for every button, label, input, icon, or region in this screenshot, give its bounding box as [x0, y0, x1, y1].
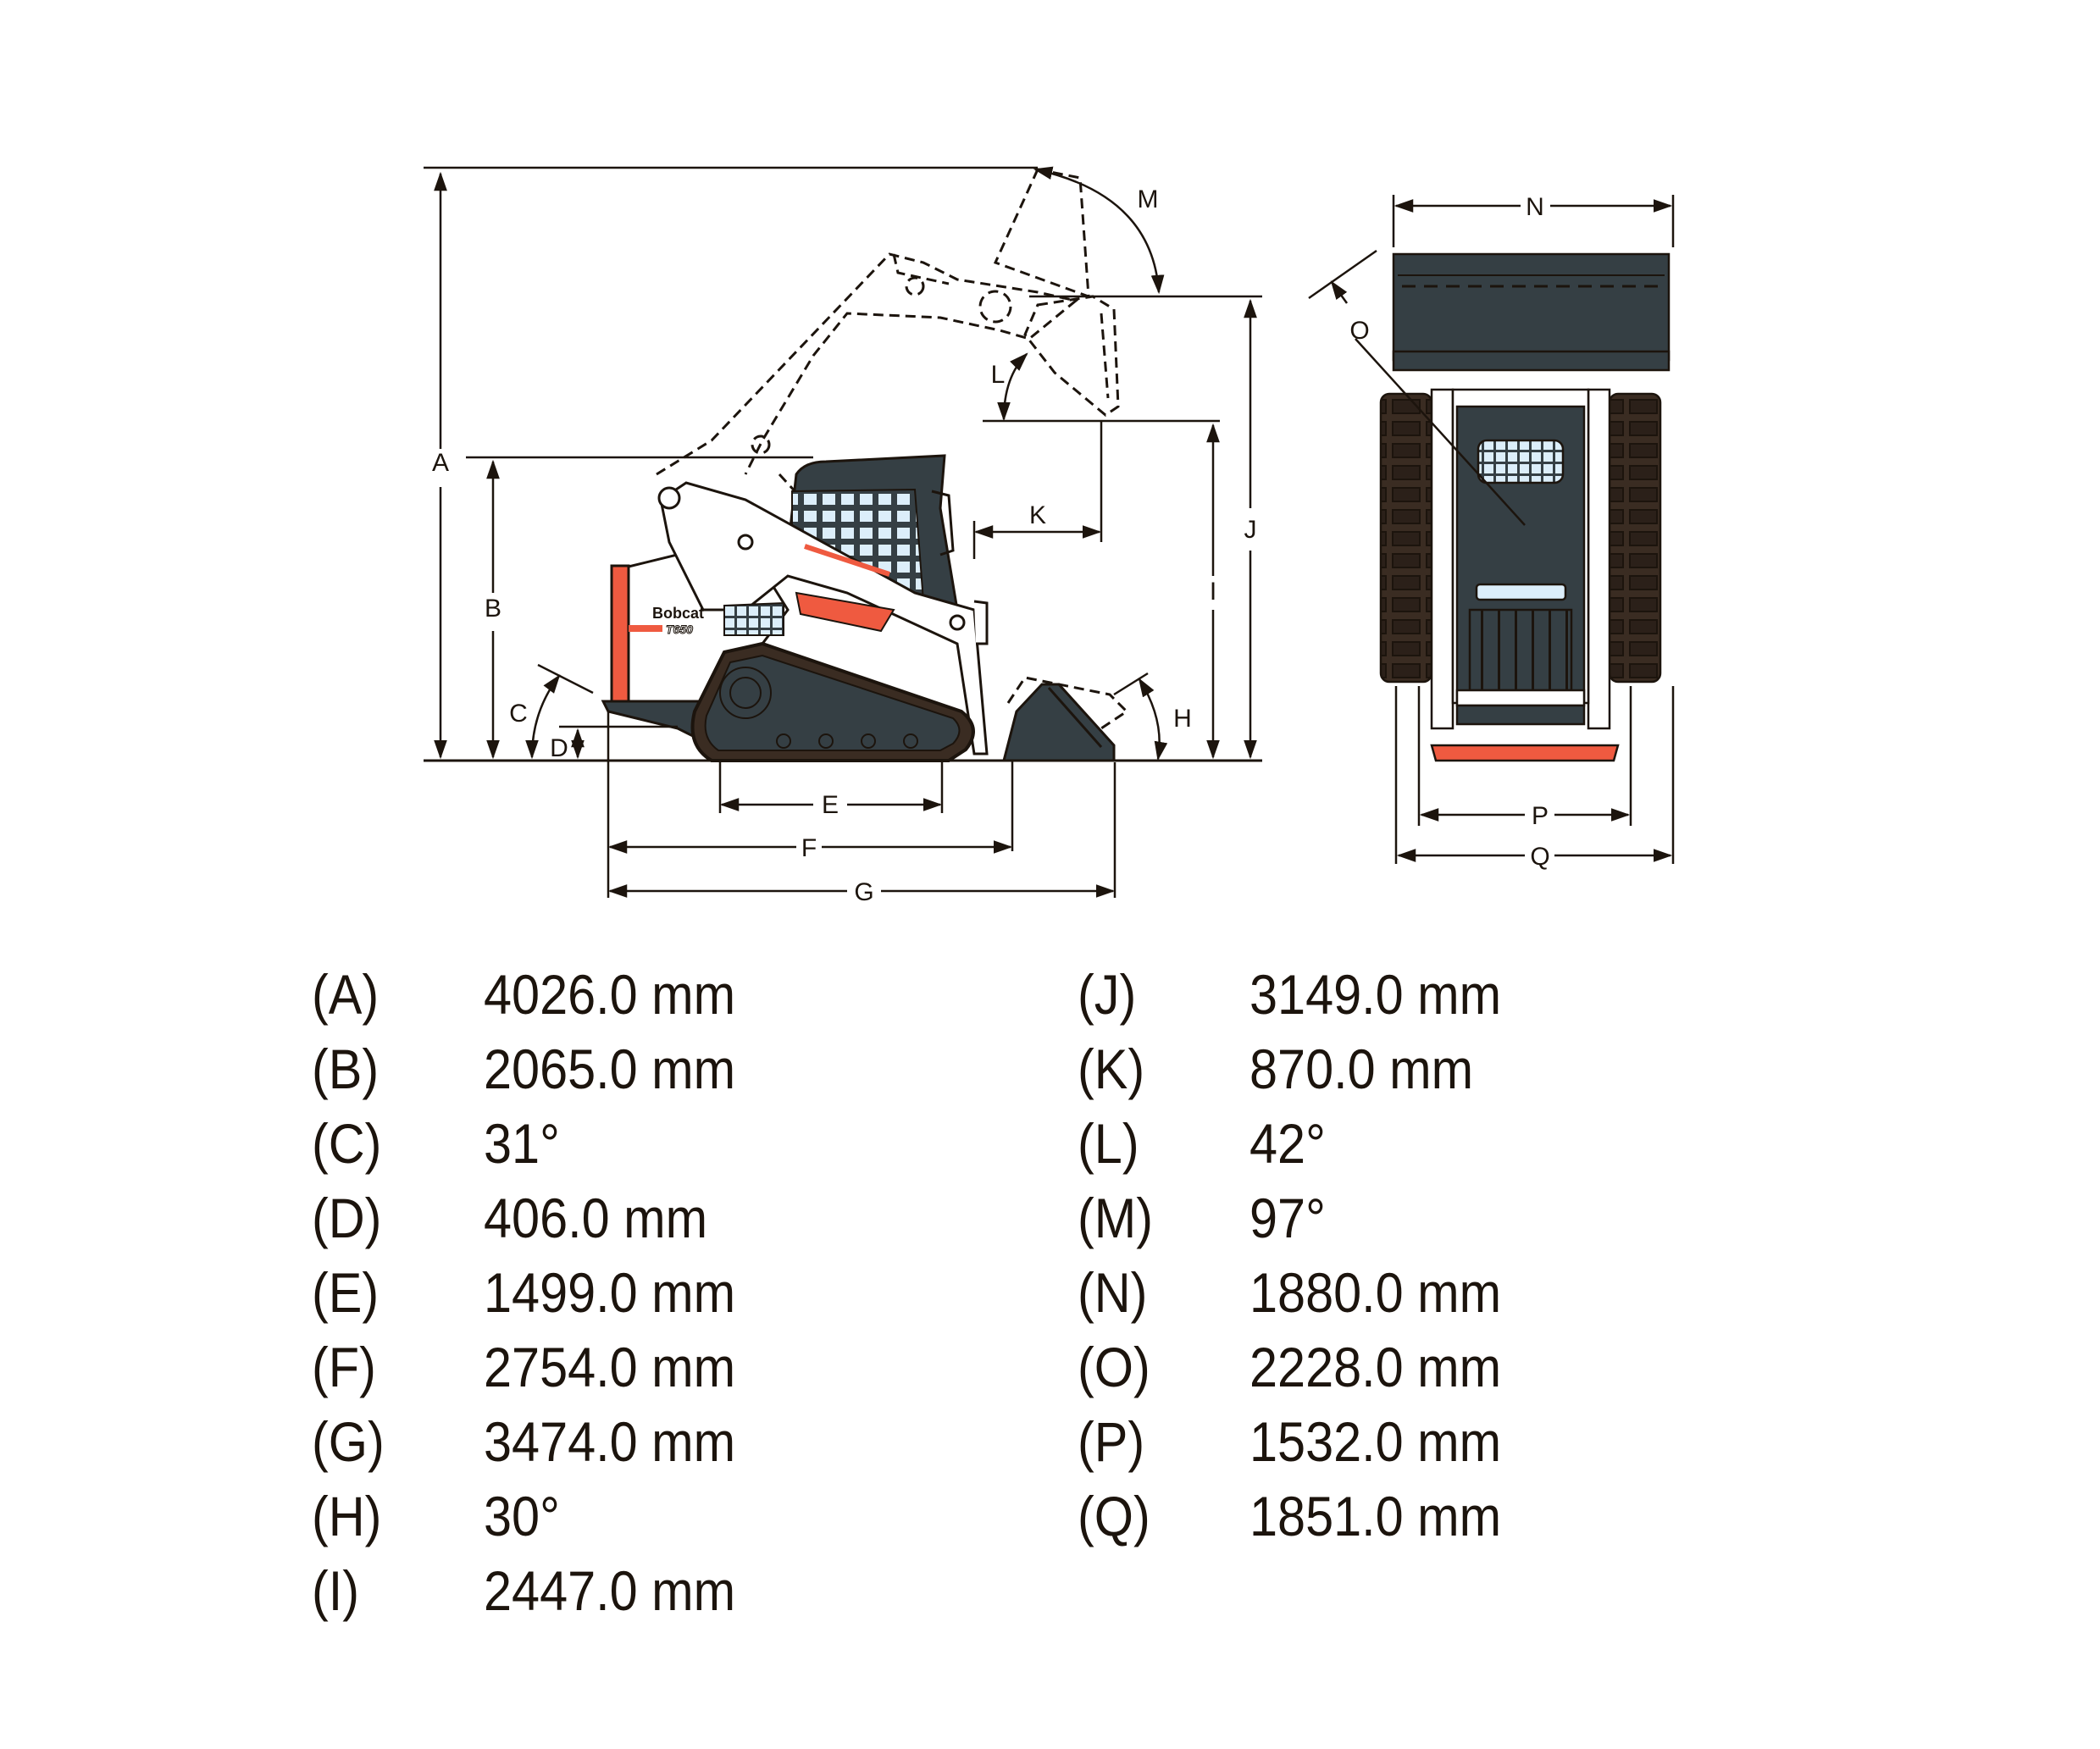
spec-key: (N) — [1078, 1261, 1148, 1324]
svg-text:Bobcat: Bobcat — [652, 605, 704, 622]
spec-key: (O) — [1078, 1336, 1150, 1398]
spec-row-o: (O) 2228.0 mm — [1078, 1330, 1529, 1404]
side-view-dimensions — [424, 166, 1262, 898]
loader-arm — [657, 481, 989, 756]
spec-row-n: (N) 1880.0 mm — [1078, 1255, 1529, 1330]
spec-value: 2228.0 mm — [1249, 1336, 1502, 1398]
spec-value: 30° — [484, 1485, 560, 1547]
spec-key: (I) — [312, 1559, 360, 1622]
spec-key: (J) — [1078, 963, 1137, 1026]
spec-row-l: (L) 42° — [1078, 1106, 1529, 1181]
svg-text:A: A — [432, 449, 449, 477]
spec-row-h: (H) 30° — [312, 1479, 763, 1553]
spec-value: 3149.0 mm — [1249, 963, 1502, 1026]
spec-key: (L) — [1078, 1112, 1139, 1175]
track — [690, 641, 975, 762]
front-view — [1379, 252, 1671, 762]
side-view-letters: A B C D E F G H I J K L M — [432, 185, 1257, 906]
spec-key: (M) — [1078, 1187, 1154, 1249]
svg-text:T650: T650 — [666, 623, 693, 636]
side-view: Bobcat T650 — [424, 168, 1262, 762]
svg-text:C: C — [509, 700, 528, 728]
spec-row-b: (B) 2065.0 mm — [312, 1032, 763, 1106]
svg-text:L: L — [991, 361, 1006, 389]
spec-key: (P) — [1078, 1410, 1145, 1473]
spec-key: (A) — [312, 963, 380, 1026]
svg-text:F: F — [801, 834, 817, 862]
svg-text:E: E — [822, 791, 839, 819]
svg-text:N: N — [1526, 193, 1544, 221]
spec-row-m: (M) 97° — [1078, 1181, 1529, 1255]
spec-row-k: (K) 870.0 mm — [1078, 1032, 1529, 1106]
spec-row-p: (P) 1532.0 mm — [1078, 1404, 1529, 1479]
spec-key: (G) — [312, 1410, 385, 1473]
spec-row-i: (I) 2447.0 mm — [312, 1553, 763, 1628]
svg-text:D: D — [550, 734, 568, 762]
spec-key: (K) — [1078, 1038, 1145, 1100]
spec-row-c: (C) 31° — [312, 1106, 763, 1181]
spec-value: 42° — [1249, 1112, 1326, 1175]
svg-text:J: J — [1244, 516, 1257, 544]
spec-row-d: (D) 406.0 mm — [312, 1181, 763, 1255]
front-view-dimensions — [1308, 195, 1675, 864]
svg-text:M: M — [1138, 185, 1159, 213]
spec-value: 97° — [1249, 1187, 1326, 1249]
spec-value: 1880.0 mm — [1249, 1261, 1502, 1324]
svg-text:G: G — [854, 878, 873, 906]
spec-row-a: (A) 4026.0 mm — [312, 957, 763, 1032]
spec-value: 1532.0 mm — [1249, 1410, 1502, 1473]
spec-list-left: (A) 4026.0 mm (B) 2065.0 mm (C) 31° (D) 406.… — [312, 957, 763, 1628]
spec-row-e: (E) 1499.0 mm — [312, 1255, 763, 1330]
spec-row-f: (F) 2754.0 mm — [312, 1330, 763, 1404]
bobcat-logo: Bobcat T650 — [629, 605, 704, 637]
spec-value: 2065.0 mm — [484, 1038, 736, 1100]
spec-key: (E) — [312, 1261, 380, 1324]
spec-key: (F) — [312, 1336, 376, 1398]
svg-text:H: H — [1173, 705, 1192, 733]
spec-value: 2447.0 mm — [484, 1559, 736, 1622]
spec-row-q: (Q) 1851.0 mm — [1078, 1479, 1529, 1553]
spec-key: (H) — [312, 1485, 382, 1547]
spec-key: (B) — [312, 1038, 380, 1100]
spec-value: 1851.0 mm — [1249, 1485, 1502, 1547]
svg-text:I: I — [1210, 578, 1216, 606]
spec-list-right: (J) 3149.0 mm (K) 870.0 mm (L) 42° (M) 97° (… — [1078, 957, 1529, 1553]
svg-text:O: O — [1349, 317, 1369, 345]
spec-key: (D) — [312, 1187, 382, 1249]
svg-text:B: B — [485, 595, 501, 623]
spec-row-j: (J) 3149.0 mm — [1078, 957, 1529, 1032]
spec-row-g: (G) 3474.0 mm — [312, 1404, 763, 1479]
svg-text:Q: Q — [1530, 843, 1549, 871]
spec-value: 4026.0 mm — [484, 963, 736, 1026]
spec-value: 2754.0 mm — [484, 1336, 736, 1398]
dimension-diagram: Bobcat T650 — [424, 166, 1675, 906]
bucket — [1002, 683, 1116, 762]
spec-value: 3474.0 mm — [484, 1410, 736, 1473]
spec-key: (Q) — [1078, 1485, 1150, 1547]
svg-text:K: K — [1029, 501, 1046, 529]
svg-text:P: P — [1532, 802, 1549, 830]
spec-value: 1499.0 mm — [484, 1261, 736, 1324]
spec-value: 31° — [484, 1112, 560, 1175]
spec-key: (C) — [312, 1112, 382, 1175]
spec-value: 406.0 mm — [484, 1187, 708, 1249]
front-view-letters: N O P Q — [1349, 193, 1549, 871]
spec-value: 870.0 mm — [1249, 1038, 1474, 1100]
